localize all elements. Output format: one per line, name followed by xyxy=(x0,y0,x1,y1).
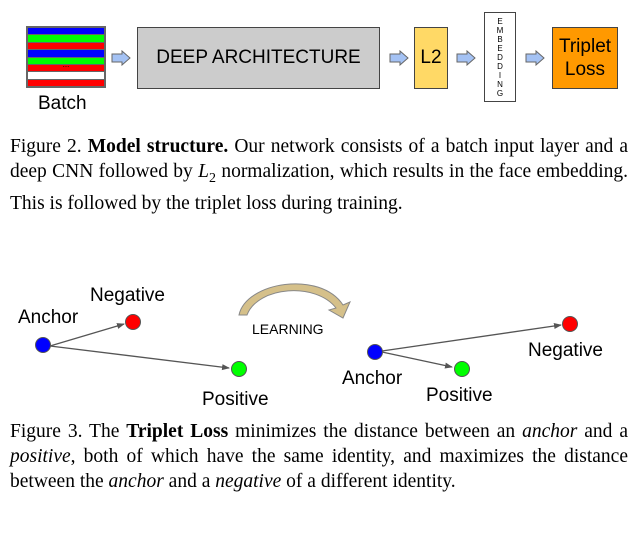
batch-label: Batch xyxy=(38,93,87,114)
caption-text: Our network consists of a batch input la… xyxy=(10,136,628,182)
anchor-label-after: Anchor xyxy=(342,368,403,389)
embedding-box: E M B E D D I N G xyxy=(484,12,516,102)
caption-text: , both of which have the same identity, … xyxy=(10,446,628,492)
caption-text: normalization, which results in the face… xyxy=(10,161,628,214)
embedding-letter: B xyxy=(497,35,503,44)
caption-italic: negative xyxy=(215,471,282,492)
negative-label-after: Negative xyxy=(528,340,603,361)
figure3-caption: Figure 3. The Triplet Loss minimizes the… xyxy=(10,419,628,494)
embedding-letter: I xyxy=(498,71,502,80)
caption-bold: Triplet Loss xyxy=(126,421,229,442)
deep-architecture-label: DEEP ARCHITECTURE xyxy=(156,47,361,68)
embedding-letter: D xyxy=(497,62,503,71)
caption-text: and a xyxy=(163,471,216,492)
triplet-loss-box: Triplet Loss xyxy=(552,27,618,89)
batch-stripe xyxy=(28,28,104,35)
caption-prefix: Figure 3. The xyxy=(10,421,127,442)
batch-stripe xyxy=(28,72,104,79)
anchor-positive-edge xyxy=(49,345,230,371)
batch-stripe xyxy=(28,79,104,86)
learning-arrow-icon xyxy=(238,283,351,319)
embedding-letter: G xyxy=(496,89,504,98)
caption-italic: anchor xyxy=(522,421,578,442)
deep-architecture-box: DEEP ARCHITECTURE xyxy=(137,27,380,89)
positive-label-before: Positive xyxy=(202,389,269,410)
embedding-letter: D xyxy=(497,53,503,62)
arrow-right-icon xyxy=(525,50,545,66)
caption-text: and a xyxy=(577,421,628,442)
caption-italic: positive xyxy=(10,446,71,467)
embedding-letter: E xyxy=(497,17,503,26)
positive-label-after: Positive xyxy=(426,385,493,406)
batch-stripe xyxy=(28,42,104,50)
anchor-label-before: Anchor xyxy=(18,307,79,328)
anchor-negative-edge xyxy=(381,323,562,352)
caption-prefix: Figure 2. xyxy=(10,136,88,157)
anchor-point xyxy=(35,337,51,353)
negative-label-before: Negative xyxy=(90,285,165,306)
caption-italic: anchor xyxy=(108,471,164,492)
triplet-loss-label-line2: Loss xyxy=(564,59,606,80)
embedding-letter: N xyxy=(497,80,503,89)
batch-stripe xyxy=(28,50,104,57)
triplet-loss-label-line1: Triplet xyxy=(558,36,612,57)
arrow-right-icon xyxy=(389,50,409,66)
positive-point xyxy=(454,361,470,377)
triplet-diagram xyxy=(35,283,578,377)
caption-text: of a different identity. xyxy=(281,471,456,492)
positive-point xyxy=(231,361,247,377)
math-l: L xyxy=(198,161,209,182)
batch-ellipsis: ... xyxy=(62,59,70,69)
batch-stack: ... xyxy=(26,26,106,88)
caption-bold: Model structure. xyxy=(87,136,229,157)
batch-stripe xyxy=(28,35,104,42)
arrow-right-icon xyxy=(456,50,476,66)
figure2-caption: Figure 2. Model structure. Our network c… xyxy=(10,134,628,216)
anchor-negative-edge xyxy=(49,323,125,347)
arrow-right-icon xyxy=(111,50,131,66)
math-subscript: 2 xyxy=(208,170,216,186)
batch-stripe: ... xyxy=(28,60,104,72)
negative-point xyxy=(562,316,578,332)
anchor-point xyxy=(367,344,383,360)
caption-text: minimizes the distance between an xyxy=(228,421,523,442)
learning-label: LEARNING xyxy=(252,321,324,337)
negative-point xyxy=(125,314,141,330)
l2-label: L2 xyxy=(420,47,442,68)
batch-stripe xyxy=(28,57,104,64)
l2-normalization-box: L2 xyxy=(414,27,448,89)
embedding-letter: M xyxy=(496,26,504,35)
anchor-positive-edge xyxy=(381,351,453,369)
embedding-letter: E xyxy=(497,44,503,53)
